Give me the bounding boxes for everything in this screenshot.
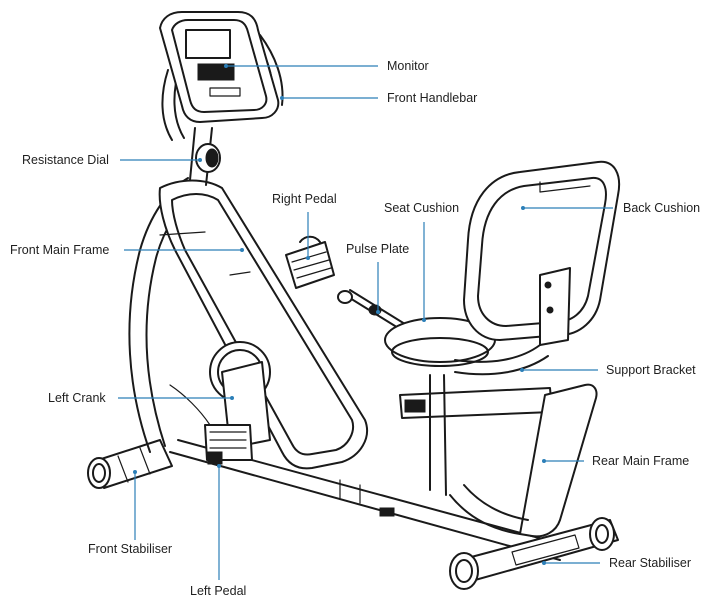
- label-support-bracket: Support Bracket: [606, 363, 696, 377]
- front-stabiliser-part: [87, 439, 173, 489]
- label-front-stabiliser: Front Stabiliser: [88, 542, 172, 556]
- label-pulse-plate: Pulse Plate: [346, 242, 409, 256]
- front-main-frame-part: [158, 179, 368, 470]
- label-right-pedal: Right Pedal: [272, 192, 337, 206]
- label-back-cushion: Back Cushion: [623, 201, 700, 215]
- right-pedal-part: [285, 235, 335, 289]
- resistance-dial-part: [195, 143, 221, 173]
- seat-rail: [399, 374, 553, 496]
- label-monitor: Monitor: [387, 59, 429, 73]
- label-seat-cushion: Seat Cushion: [384, 201, 459, 215]
- label-rear-stabiliser: Rear Stabiliser: [609, 556, 691, 570]
- seat-cushion-part: [384, 317, 496, 367]
- back-cushion-part: [463, 160, 620, 341]
- label-rear-main-frame: Rear Main Frame: [592, 454, 689, 468]
- label-left-crank: Left Crank: [48, 391, 106, 405]
- label-resistance-dial: Resistance Dial: [22, 153, 109, 167]
- monitor-part: [159, 11, 280, 123]
- label-front-handlebar: Front Handlebar: [387, 91, 477, 105]
- label-left-pedal: Left Pedal: [190, 584, 246, 598]
- leader-lines: [118, 64, 613, 580]
- label-front-main-frame: Front Main Frame: [10, 243, 109, 257]
- left-crank-part: [204, 361, 271, 465]
- part-labels: Monitor Front Handlebar Resistance Dial …: [10, 59, 700, 598]
- support-bracket-part: [454, 267, 571, 376]
- bike-line-art: [87, 11, 620, 590]
- rear-stabiliser-part: [449, 517, 619, 590]
